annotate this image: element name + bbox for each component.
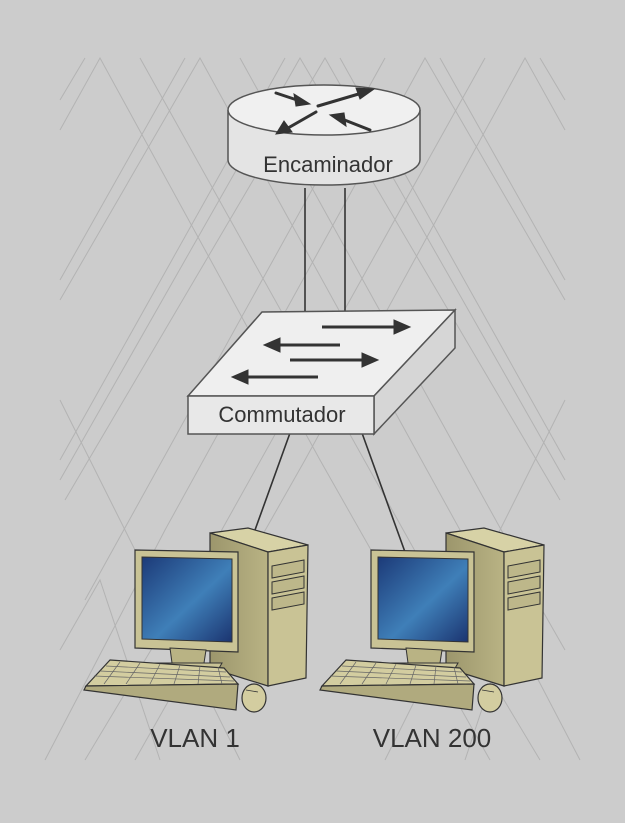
link-switch-vlan200: [361, 432, 406, 553]
switch-icon: Commutador: [186, 308, 457, 436]
network-links: [254, 188, 406, 553]
router-icon: Encaminador: [227, 84, 421, 186]
router-label: Encaminador: [263, 152, 393, 177]
desktop-computer-icon: VLAN 200: [319, 527, 545, 753]
switch-label: Commutador: [218, 402, 345, 427]
host-label-vlan200: VLAN 200: [373, 723, 492, 753]
host-label-vlan1: VLAN 1: [150, 723, 240, 753]
link-switch-vlan1: [254, 432, 291, 531]
desktop-computer-icon: VLAN 1: [83, 527, 309, 753]
